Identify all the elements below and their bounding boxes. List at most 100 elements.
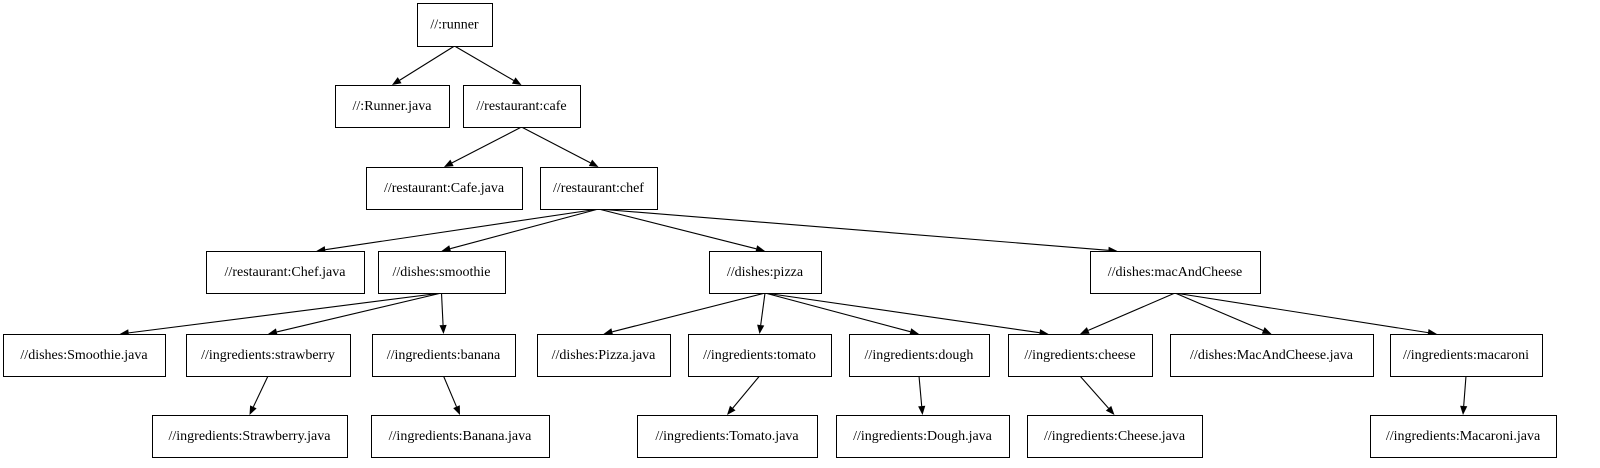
arrowhead-icon <box>453 405 460 415</box>
graph-node-cheese_java[interactable]: //ingredients:Cheese.java <box>1027 415 1203 458</box>
node-label: //ingredients:Banana.java <box>389 429 532 444</box>
node-box <box>3 334 166 377</box>
graph-edge <box>441 208 599 253</box>
graph-edge <box>392 45 455 85</box>
graph-edge <box>764 292 919 336</box>
graph-edge <box>1174 292 1272 334</box>
node-label: //ingredients:tomato <box>703 348 816 363</box>
node-box <box>417 3 493 47</box>
graph-edge <box>918 375 926 415</box>
node-box <box>366 167 523 210</box>
arrowhead-icon <box>918 405 926 415</box>
graph-edge <box>439 292 447 334</box>
arrowhead-icon <box>727 405 736 415</box>
arrowhead-icon <box>588 159 599 167</box>
node-label: //dishes:smoothie <box>393 265 491 280</box>
node-label: //ingredients:Cheese.java <box>1044 429 1186 444</box>
node-label: //ingredients:strawberry <box>201 348 335 363</box>
graph-node-ing_strawberry[interactable]: //ingredients:strawberry <box>186 334 351 377</box>
graph-node-strawberry_java[interactable]: //ingredients:Strawberry.java <box>152 415 348 458</box>
arrowhead-icon <box>1105 405 1115 415</box>
graph-node-restaurant_chef[interactable]: //restaurant:chef <box>540 167 658 210</box>
node-box <box>378 251 506 294</box>
graph-node-ing_dough[interactable]: //ingredients:dough <box>849 334 990 377</box>
node-box <box>206 251 365 294</box>
arrowhead-icon <box>268 328 278 336</box>
node-box <box>1027 415 1203 458</box>
graph-edge <box>1080 292 1176 334</box>
graph-edge <box>249 375 269 415</box>
node-label: //ingredients:Tomato.java <box>655 429 799 444</box>
arrowhead-icon <box>1261 327 1272 334</box>
arrowhead-icon <box>444 159 454 167</box>
node-label: //ingredients:cheese <box>1024 348 1135 363</box>
graph-edge <box>119 292 442 337</box>
node-box <box>186 334 351 377</box>
graph-edge <box>521 126 599 167</box>
node-box <box>1008 334 1153 377</box>
node-label: //dishes:Pizza.java <box>552 348 657 363</box>
node-box <box>152 415 348 458</box>
graph-node-runner_java[interactable]: //:Runner.java <box>335 85 450 128</box>
graph-node-runner[interactable]: //:runner <box>417 3 493 47</box>
arrowhead-icon <box>1460 405 1468 415</box>
node-label: //ingredients:Strawberry.java <box>169 429 332 444</box>
node-label: //restaurant:chef <box>553 181 644 196</box>
arrowhead-icon <box>755 245 765 253</box>
node-box <box>1370 415 1557 458</box>
graph-node-pizza_java[interactable]: //dishes:Pizza.java <box>537 334 671 377</box>
graph-edge <box>764 292 1049 337</box>
node-box <box>1170 334 1374 377</box>
node-label: //ingredients:Macaroni.java <box>1386 429 1541 444</box>
node-box <box>849 334 990 377</box>
node-box <box>463 85 581 128</box>
node-label: //dishes:pizza <box>727 265 804 280</box>
graph-edge <box>1174 292 1437 337</box>
graph-edge <box>1079 375 1115 415</box>
graph-node-restaurant_cafe[interactable]: //restaurant:cafe <box>463 85 581 128</box>
graph-node-dishes_smoothie[interactable]: //dishes:smoothie <box>378 251 506 294</box>
graph-edge <box>727 375 760 415</box>
node-box <box>637 415 818 458</box>
node-label: //ingredients:Dough.java <box>853 429 993 444</box>
graph-edge <box>442 375 460 415</box>
node-layer: //:runner //:Runner.java //restaurant:cafe… <box>3 3 1557 458</box>
arrowhead-icon <box>249 405 257 415</box>
graph-node-chef_java[interactable]: //restaurant:Chef.java <box>206 251 365 294</box>
node-label: //:Runner.java <box>353 99 433 114</box>
node-box <box>372 334 516 377</box>
edge-layer <box>119 45 1468 415</box>
node-label: //restaurant:Chef.java <box>225 265 347 280</box>
graph-node-ing_tomato[interactable]: //ingredients:tomato <box>688 334 832 377</box>
node-label: //restaurant:cafe <box>476 99 566 114</box>
graph-edge <box>757 292 766 334</box>
node-box <box>1090 251 1261 294</box>
graph-node-ing_macaroni[interactable]: //ingredients:macaroni <box>1390 334 1543 377</box>
graph-edge <box>444 126 522 167</box>
graph-node-ing_banana[interactable]: //ingredients:banana <box>372 334 516 377</box>
graph-node-dough_java[interactable]: //ingredients:Dough.java <box>836 415 1010 458</box>
graph-node-ing_cheese[interactable]: //ingredients:cheese <box>1008 334 1153 377</box>
arrowhead-icon <box>1080 327 1090 334</box>
node-box <box>335 85 450 128</box>
node-box <box>1390 334 1543 377</box>
graph-edge <box>268 292 442 336</box>
graph-node-tomato_java[interactable]: //ingredients:Tomato.java <box>637 415 818 458</box>
arrowhead-icon <box>909 328 919 336</box>
graph-node-macaroni_java[interactable]: //ingredients:Macaroni.java <box>1370 415 1557 458</box>
graph-node-cafe_java[interactable]: //restaurant:Cafe.java <box>366 167 523 210</box>
graph-node-macandchz_java[interactable]: //dishes:MacAndCheese.java <box>1170 334 1374 377</box>
graph-edge <box>603 292 766 336</box>
graph-edge <box>598 208 1118 254</box>
graph-node-smoothie_java[interactable]: //dishes:Smoothie.java <box>3 334 166 377</box>
node-label: //dishes:MacAndCheese.java <box>1190 348 1354 363</box>
graph-edge <box>454 45 522 85</box>
graph-node-banana_java[interactable]: //ingredients:Banana.java <box>371 415 550 458</box>
graph-node-dishes_macandchz[interactable]: //dishes:macAndCheese <box>1090 251 1261 294</box>
node-label: //dishes:Smoothie.java <box>20 348 148 363</box>
graph-node-dishes_pizza[interactable]: //dishes:pizza <box>709 251 822 294</box>
node-box <box>371 415 550 458</box>
arrowhead-icon <box>511 77 522 85</box>
